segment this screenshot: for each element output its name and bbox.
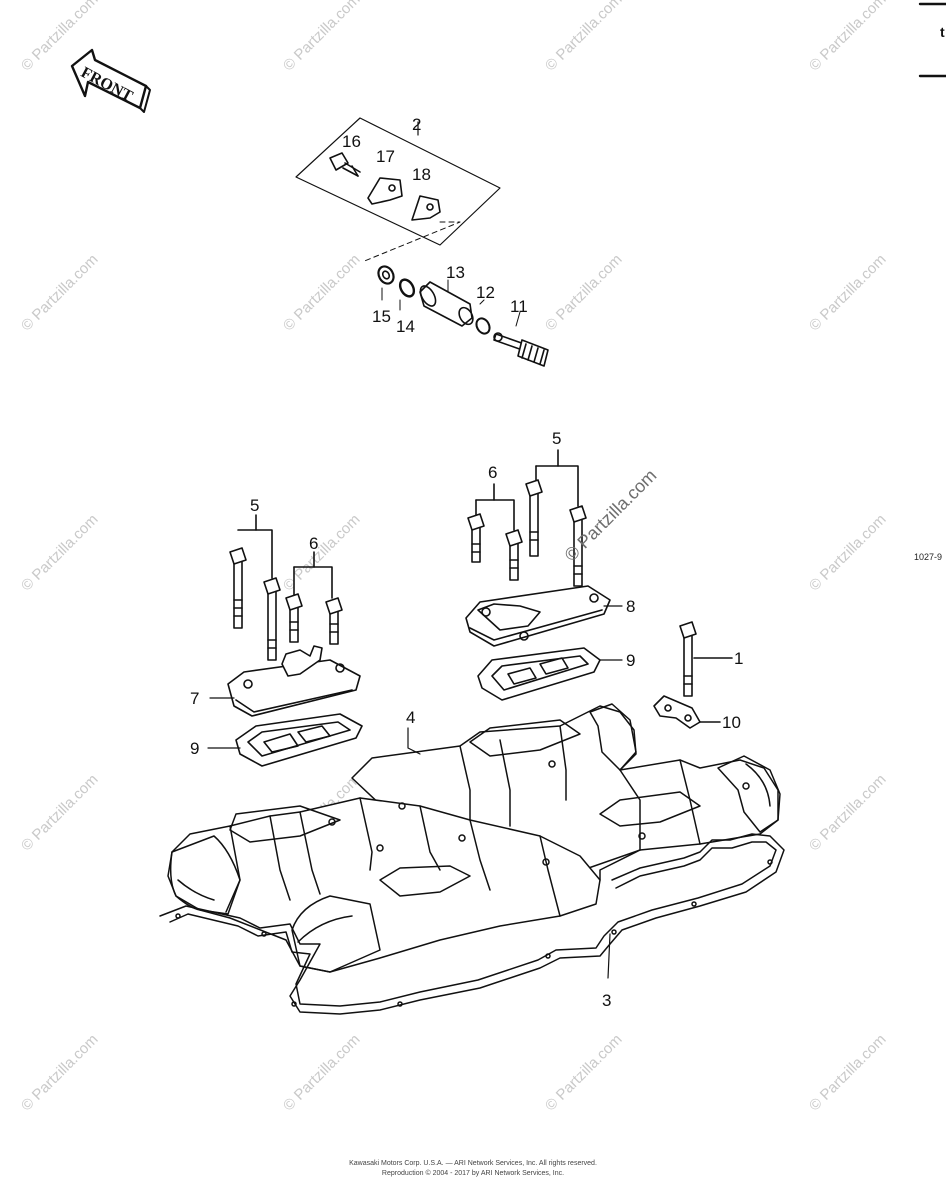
part-10-clamp [653,695,721,729]
callout-9-right: 9 [626,651,636,670]
part-9-right-gasket [477,647,601,701]
part-7-plate [227,645,361,717]
footer-line-1: Kawasaki Motors Corp. U.S.A. — ARI Netwo… [349,1160,597,1167]
callout-5-right: 5 [552,429,562,448]
callout-16: 16 [342,132,361,151]
callout-1: 1 [734,649,744,668]
callout-4: 4 [406,708,416,727]
part-16-bolt [329,152,361,177]
callout-5-left: 5 [250,496,260,515]
part-8-plate [465,585,611,647]
footer-line-2: Reproduction © 2004 - 2017 by ARI Networ… [381,1170,565,1177]
part-1-bolt [679,621,733,697]
part-3-gasket [159,833,785,1015]
callout-7: 7 [190,689,200,708]
right-bolts [467,479,587,587]
part-9-left-gasket [235,713,363,767]
part-18-bracket [411,195,441,221]
callout-8: 8 [626,597,636,616]
part-13-housing [419,281,474,327]
callout-10: 10 [722,713,741,732]
front-arrow-icon [70,48,151,113]
callout-15: 15 [372,307,391,326]
part-17-bracket [367,177,403,205]
corner-letter: t [940,24,945,40]
callout-13: 13 [446,263,465,282]
callout-12: 12 [476,283,495,302]
left-bolts [229,547,343,661]
callout-6-left: 6 [309,534,319,553]
callout-18: 18 [412,165,431,184]
part-11-shaft [493,332,549,367]
callout-2: 2 [412,115,422,134]
callout-14: 14 [396,317,415,336]
callout-9-left: 9 [190,739,200,758]
side-code: 1027-9 [914,552,943,562]
callout-6-right: 6 [488,463,498,482]
part-4-cover [167,703,781,973]
callout-3: 3 [602,991,612,1010]
callout-11: 11 [510,297,528,316]
callout-17: 17 [376,147,395,166]
